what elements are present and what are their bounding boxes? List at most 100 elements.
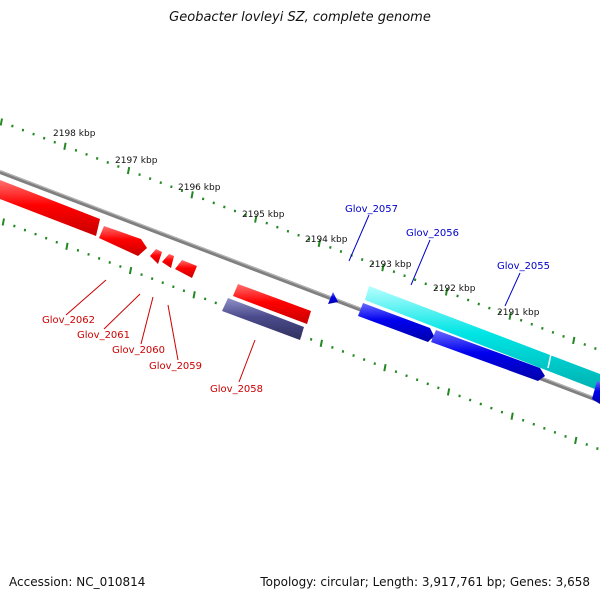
minor-tick [53,140,56,144]
minor-tick [352,354,355,357]
minor-tick [331,346,334,349]
ruler-label: 2191 kbp [497,308,540,318]
minor-tick [297,233,300,237]
major-tick [128,266,133,275]
minor-tick [362,358,366,361]
gene-glov-2062[interactable] [0,180,100,236]
gene-purple[interactable] [222,298,304,340]
leader-line [167,304,179,361]
minor-tick [479,402,482,406]
gene-glov-2058[interactable] [233,284,311,324]
minor-tick [371,262,374,266]
minor-tick [233,209,237,213]
map-title: Geobacter lovleyi SZ, complete genome [169,10,431,25]
minor-tick [44,236,48,240]
minor-tick [106,161,109,164]
leader-line [65,279,107,316]
minor-tick [360,258,364,261]
minor-tick [373,362,376,366]
ruler-label: 2198 kbp [53,129,96,139]
gene-glov-2059[interactable] [162,254,174,268]
gene-glov-2055-a[interactable] [358,303,434,342]
minor-tick [286,229,290,233]
minor-tick [498,310,502,314]
minor-tick [32,132,35,136]
minor-tick [97,257,101,260]
ruler-label: 2193 kbp [369,260,412,270]
minor-tick [117,165,120,168]
minor-tick [435,286,438,290]
minor-tick [201,197,205,201]
minor-tick [223,205,226,209]
minor-tick [55,240,58,244]
minor-tick [140,273,143,276]
major-tick [1,218,5,226]
minor-tick [424,282,427,286]
gene-label-glov-2058[interactable]: Glov_2058 [210,384,263,395]
minor-tick [11,124,14,128]
minor-tick [468,398,472,402]
minor-tick [403,274,406,278]
minor-tick [543,426,546,430]
minor-tick [170,185,173,189]
gene-label-glov-2055[interactable]: Glov_2055 [497,261,550,272]
major-tick [126,166,131,175]
major-tick [0,118,3,126]
minor-tick [585,443,588,446]
minor-tick [466,298,470,302]
minor-tick [159,181,162,185]
gene-glov-2057[interactable] [328,292,338,304]
minor-tick [87,252,90,256]
gene-glov-2056[interactable] [365,286,600,391]
major-tick [446,388,451,396]
gene-label-glov-2062[interactable]: Glov_2062 [42,315,95,326]
minor-tick [214,301,217,305]
major-tick [63,142,67,150]
major-tick [254,215,258,223]
minor-tick [182,289,186,293]
gene-glov-2055-c[interactable] [592,381,600,404]
gene-label-glov-2057[interactable]: Glov_2057 [345,204,398,215]
gene-glov-2055-b[interactable] [431,330,545,381]
gene-glov-2061[interactable] [99,226,147,256]
minor-tick [21,128,25,132]
major-tick [383,363,387,372]
minor-tick [23,228,27,232]
gene-label-glov-2059[interactable]: Glov_2059 [149,361,202,372]
leader-line [103,293,141,330]
minor-tick [244,213,247,217]
gene-glov-2058a[interactable] [175,260,197,278]
gene-label-glov-2056[interactable]: Glov_2056 [406,228,459,239]
gene-label-glov-2061[interactable]: Glov_2061 [77,330,130,341]
minor-tick [594,347,597,350]
minor-tick [329,246,332,249]
minor-tick [488,306,491,310]
minor-tick [309,337,313,341]
minor-tick [42,136,46,140]
genome-summary-text: Topology: circular; Length: 3,917,761 bp… [260,575,590,589]
gene-glov-2060[interactable] [150,249,162,264]
gene-label-glov-2060[interactable]: Glov_2060 [112,345,165,356]
minor-tick [34,232,37,236]
accession-text: Accession: NC_010814 [9,575,146,589]
minor-tick [392,270,396,274]
minor-tick [530,322,533,326]
ruler-label: 2195 kbp [242,210,285,220]
minor-tick [564,435,567,438]
minor-tick [85,152,88,156]
leader-line [348,214,370,262]
minor-tick [276,225,279,229]
minor-tick [95,157,99,160]
minor-tick [203,297,207,301]
major-tick [508,312,512,320]
minor-tick [437,386,440,390]
major-tick [65,242,69,250]
minor-tick [180,189,184,193]
major-tick [192,291,196,299]
minor-tick [265,221,268,225]
minor-tick [339,250,343,253]
minor-tick [583,343,586,346]
leader-line [140,296,154,345]
minor-tick [108,261,111,264]
